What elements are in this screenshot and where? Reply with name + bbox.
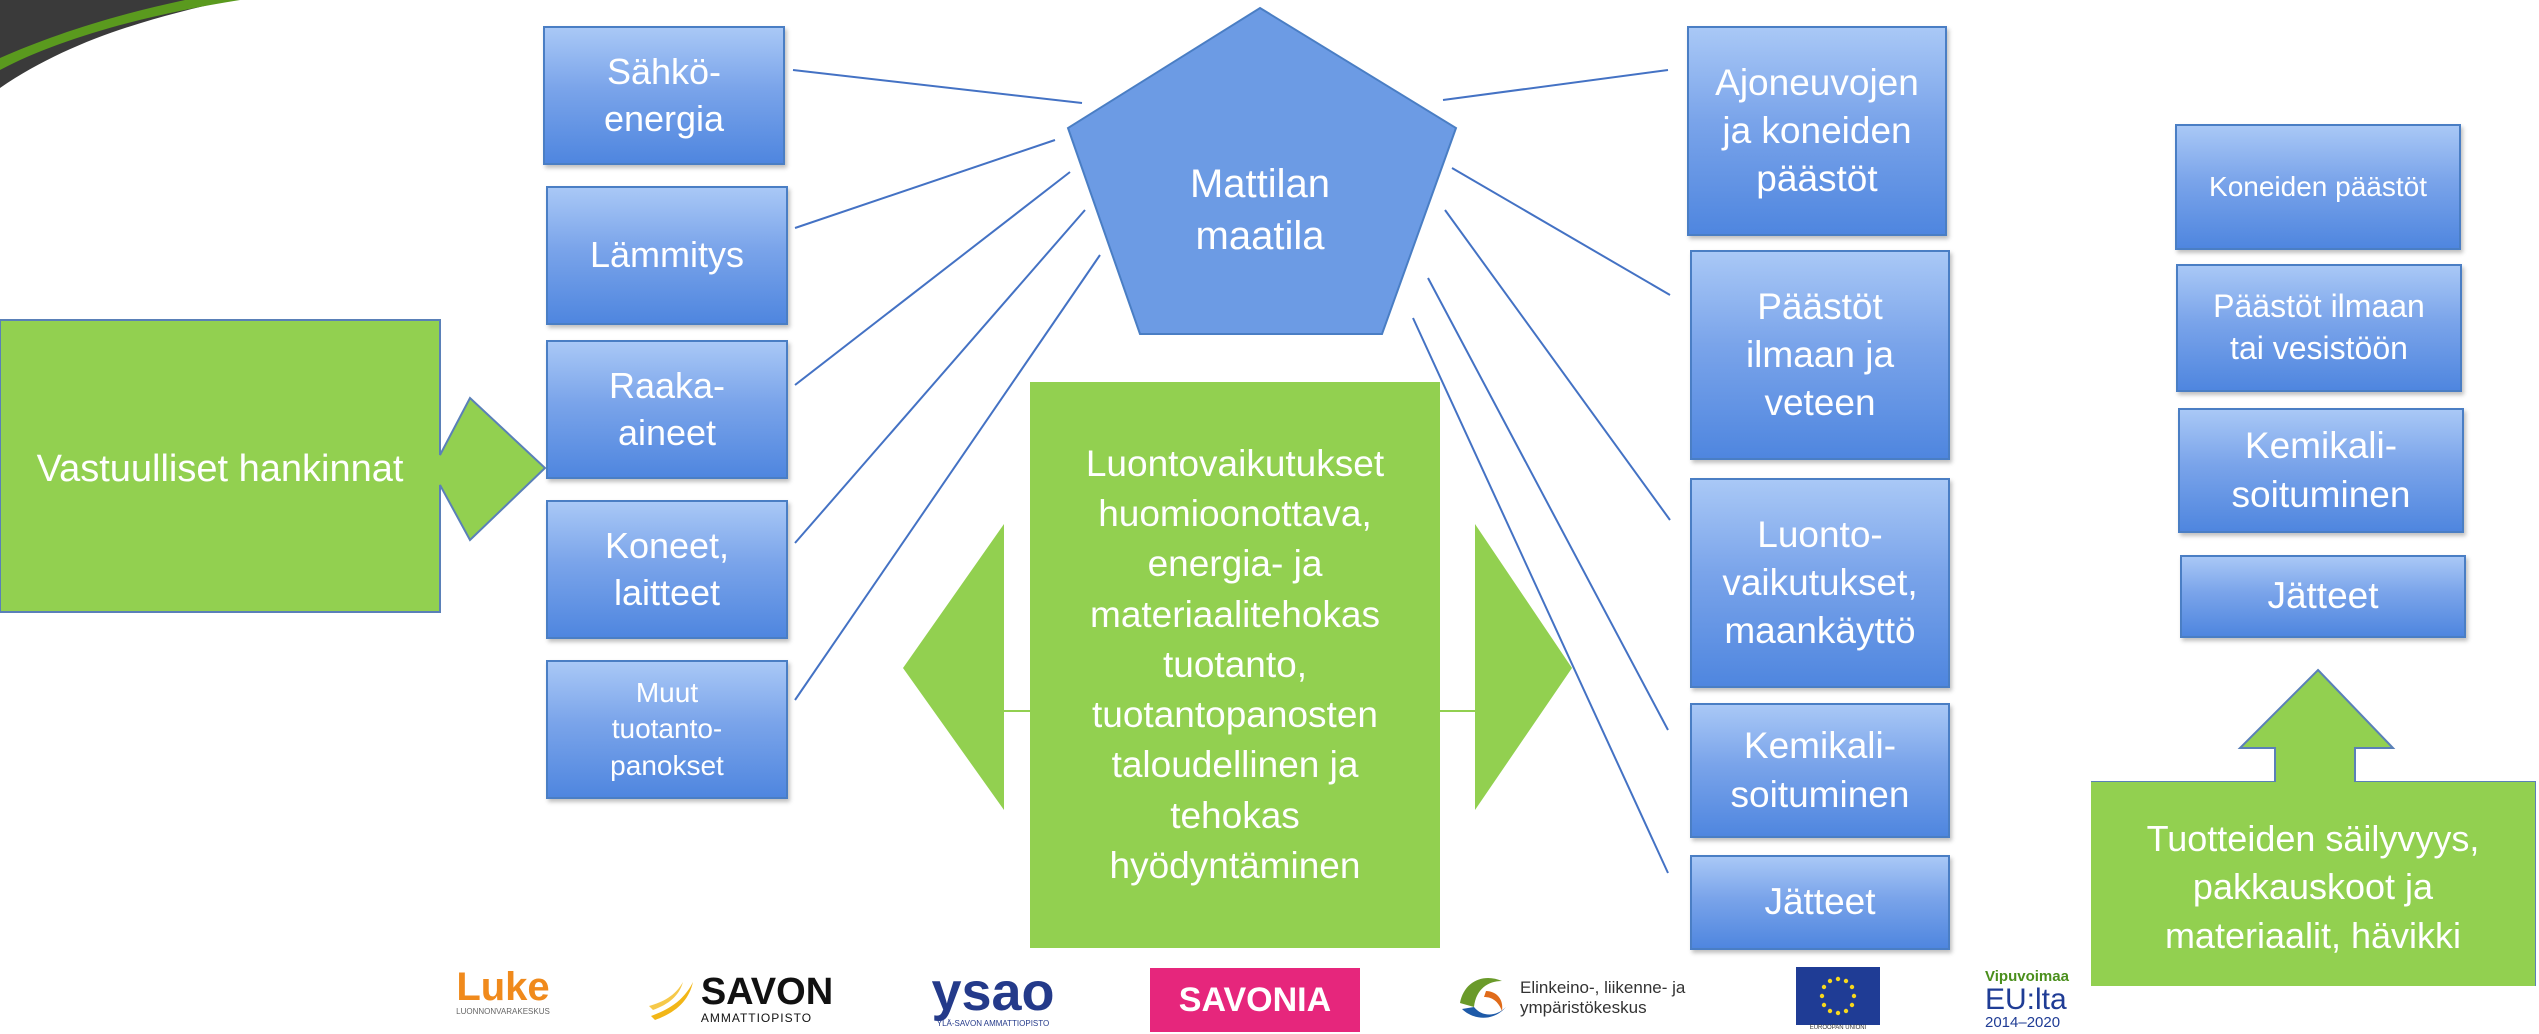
middle-description: Luontovaikutukset huomioonottava, energi…	[1032, 430, 1438, 900]
input-box-lammitys: Lämmitys	[546, 186, 788, 325]
output-box-paastot: Päästöt ilmaan ja veteen	[1690, 250, 1950, 460]
savonia-logo: SAVONIA	[1150, 968, 1360, 1032]
far-box-koneiden-paastot: Koneiden päästöt	[2175, 124, 2461, 250]
eulta-text: EU:lta	[1985, 983, 2067, 1016]
far-box-paastot-ilmaan: Päästöt ilmaan tai vesistöön	[2176, 264, 2462, 392]
output-label: Jätteet	[1764, 881, 1876, 923]
ely-logo-text: Elinkeino-, liikenne- ja ympäristökeskus	[1520, 978, 1686, 1017]
eu-logo: EUROOPAN UNIONI	[1793, 964, 1883, 1034]
input-box-koneet: Koneet, laitteet	[546, 500, 788, 639]
ely-emblem-icon	[1455, 970, 1511, 1026]
luke-logo-text: Luke	[456, 964, 550, 1009]
output-label: Ajoneuvojen ja koneiden päästöt	[1715, 61, 1919, 200]
savonia-logo-text: SAVONIA	[1178, 980, 1332, 1019]
far-label: Päästöt ilmaan tai vesistöön	[2213, 288, 2425, 366]
input-label: Muut tuotanto- panokset	[610, 676, 724, 781]
connector-line	[1412, 317, 1669, 874]
connector-line	[794, 139, 1056, 229]
output-box-jatteet: Jätteet	[1690, 855, 1950, 950]
ysao-logo-subtext: YLÄ-SAVON AMMATTIOPISTO	[936, 1018, 1050, 1028]
connector-line	[1444, 209, 1671, 521]
vastuulliset-hankinnat-label: Vastuulliset hankinnat	[0, 420, 440, 520]
center-title-text: Mattilan maatila	[1189, 162, 1331, 258]
far-label: Koneiden päästöt	[2209, 170, 2427, 202]
input-label: Koneet, laitteet	[604, 524, 730, 613]
savon-logo: SAVON AMMATTIOPISTO	[640, 968, 840, 1030]
output-box-kemikalisoituminen: Kemikali- soituminen	[1690, 703, 1950, 838]
output-box-ajoneuvot: Ajoneuvojen ja koneiden päästöt	[1687, 26, 1947, 236]
connector-line	[1451, 167, 1671, 296]
input-label: Raaka- aineet	[608, 364, 726, 453]
output-label: Luonto- vaikutukset, maankäyttö	[1722, 513, 1918, 652]
savon-logo-subtext: AMMATTIOPISTO	[700, 1011, 813, 1025]
far-box-kemikalisoituminen: Kemikali- soituminen	[2178, 408, 2464, 533]
savon-flame-icon	[648, 982, 693, 1020]
double-arrow-shape	[903, 382, 1572, 948]
vipuvoimaa-years: 2014–2020	[1985, 1014, 2061, 1031]
pentagon-shape	[1066, 6, 1458, 335]
ysao-logo: ysao YLÄ-SAVON AMMATTIOPISTO	[918, 958, 1068, 1034]
connector-line	[1442, 69, 1669, 101]
input-box-sahkoenergia: Sähkö- energia	[543, 26, 785, 165]
input-label: Sähkö- energia	[603, 50, 725, 139]
connector-line	[794, 171, 1071, 386]
connector-line	[792, 69, 1083, 104]
connector-line	[794, 254, 1101, 701]
far-label: Jätteet	[2267, 575, 2379, 617]
products-text: Tuotteiden säilyvyys, pakkauskoot ja mat…	[2146, 817, 2480, 956]
savon-logo-text: SAVON	[700, 971, 834, 1013]
center-title: Mattilan maatila	[1120, 150, 1400, 270]
far-box-jatteet: Jätteet	[2180, 555, 2466, 638]
connector-line	[1427, 277, 1669, 731]
middle-description-text: Luontovaikutukset huomioonottava, energi…	[1085, 442, 1385, 887]
eu-logo-subtext: EUROOPAN UNIONI	[1809, 1025, 1867, 1031]
far-label: Kemikali- soituminen	[2231, 425, 2411, 515]
products-label: Tuotteiden säilyvyys, pakkauskoot ja mat…	[2092, 800, 2534, 975]
input-box-muut: Muut tuotanto- panokset	[546, 660, 788, 799]
vipuvoimaa-logo: Vipuvoimaa EU:lta 2014–2020	[1985, 966, 2091, 1034]
input-label: Lämmitys	[589, 234, 745, 276]
products-bottom-cover	[2091, 782, 2535, 986]
output-box-luontovaikutukset: Luonto- vaikutukset, maankäyttö	[1690, 478, 1950, 688]
input-box-raaka-aineet: Raaka- aineet	[546, 340, 788, 479]
luke-logo: Luke LUONNONVARAKESKUS	[448, 948, 558, 1034]
vipuvoimaa-text: Vipuvoimaa	[1985, 967, 2069, 985]
ysao-logo-text: ysao	[931, 961, 1055, 1022]
output-label: Kemikali- soituminen	[1730, 725, 1910, 815]
luke-logo-subtext: LUONNONVARAKESKUS	[456, 1006, 550, 1016]
ely-logo: Elinkeino-, liikenne- ja ympäristökeskus	[1452, 964, 1712, 1032]
vastuulliset-hankinnat-text: Vastuulliset hankinnat	[36, 448, 404, 491]
connector-line	[794, 209, 1086, 544]
eu-flag-icon	[1796, 967, 1880, 1025]
corner-decoration-dark	[0, 0, 230, 88]
connector-lines	[792, 69, 1671, 874]
vastuulliset-arrow-shape	[0, 319, 547, 613]
output-label: Päästöt ilmaan ja veteen	[1745, 285, 1895, 424]
